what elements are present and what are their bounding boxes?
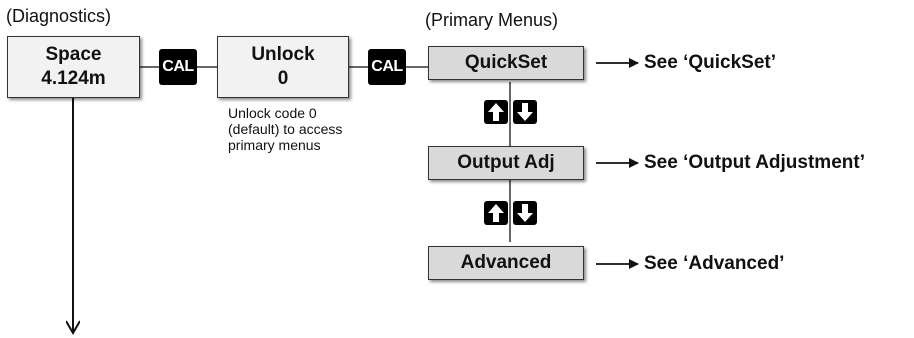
quickset-reference: See ‘QuickSet’ — [644, 52, 777, 73]
space-display-box: Space 4.124m — [7, 36, 140, 98]
cal-key-badge: CAL — [368, 49, 406, 85]
advanced-reference: See ‘Advanced’ — [644, 253, 785, 274]
advanced-menu-box: Advanced — [428, 246, 584, 280]
output-adjustment-reference: See ‘Output Adjustment’ — [644, 152, 865, 173]
unlock-note: Unlock code 0 (default) to access primar… — [228, 105, 343, 153]
diagnostics-heading: (Diagnostics) — [6, 6, 112, 26]
space-value: 4.124m — [41, 68, 106, 89]
unlock-label: Unlock — [251, 44, 315, 65]
space-label: Space — [45, 44, 102, 65]
output-adj-menu-box: Output Adj — [428, 146, 584, 180]
up-arrow-key-icon — [484, 100, 508, 124]
unlock-display-box: Unlock 0 — [217, 36, 349, 98]
quickset-menu-box: QuickSet — [428, 46, 584, 80]
down-arrow-key-icon — [513, 201, 537, 225]
primary-menus-heading: (Primary Menus) — [425, 10, 559, 30]
up-arrow-key-icon — [484, 201, 508, 225]
down-arrow-key-icon — [513, 100, 537, 124]
unlock-value: 0 — [277, 68, 289, 89]
cal-key-badge: CAL — [159, 49, 197, 85]
